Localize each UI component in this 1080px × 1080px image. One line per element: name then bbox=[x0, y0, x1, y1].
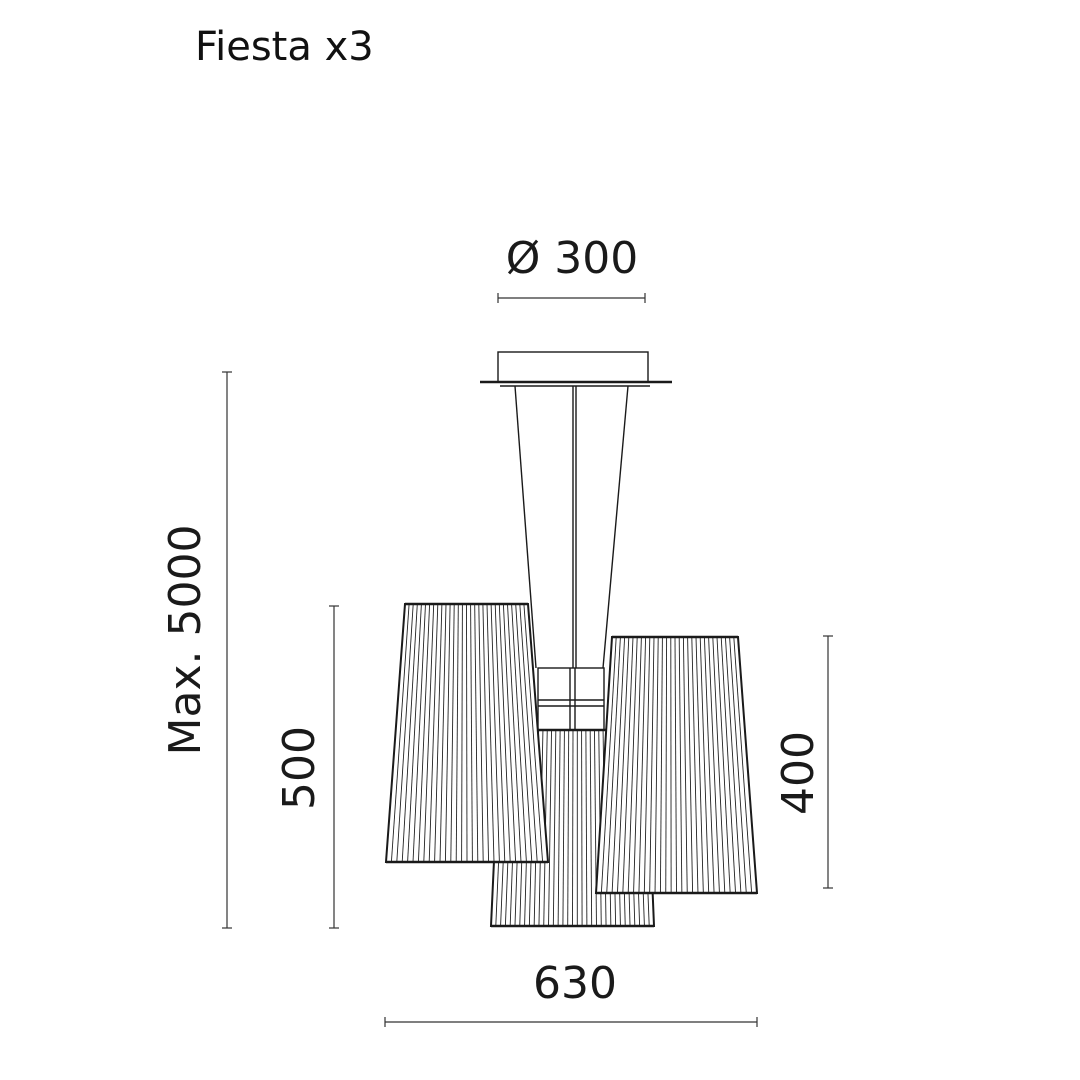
shade-rib bbox=[474, 603, 479, 863]
shade-rib bbox=[638, 636, 647, 894]
shade-rib bbox=[643, 636, 651, 894]
shade-rib bbox=[466, 603, 468, 863]
right-lampshade bbox=[594, 635, 759, 895]
shade-rib bbox=[423, 603, 435, 863]
shade-rib bbox=[691, 636, 699, 894]
shade-rib bbox=[498, 603, 511, 863]
shade-rib bbox=[567, 729, 570, 927]
shade-rib bbox=[572, 729, 574, 927]
shade-rib bbox=[695, 636, 704, 894]
shade-rib bbox=[720, 636, 736, 894]
shade-rib bbox=[519, 603, 538, 863]
shade-rib bbox=[450, 603, 455, 863]
left-shade-height-dimension-line bbox=[329, 605, 339, 929]
shade-rib bbox=[699, 636, 710, 894]
shade-rib bbox=[552, 729, 557, 927]
shade-rib bbox=[486, 603, 495, 863]
shade-rib bbox=[523, 603, 544, 863]
shade-rib bbox=[633, 636, 642, 894]
shade-rib bbox=[729, 636, 747, 894]
shade-rib bbox=[439, 603, 447, 863]
shade-rib bbox=[515, 603, 533, 863]
shade-rib bbox=[412, 603, 426, 863]
canopy-diameter-dimension-line bbox=[497, 293, 646, 303]
central-hub bbox=[537, 667, 605, 731]
shade-rib bbox=[665, 636, 668, 894]
shade-rib bbox=[606, 636, 621, 894]
shade-rib bbox=[502, 603, 517, 863]
shade-rib bbox=[548, 729, 552, 927]
shade-rib bbox=[461, 603, 463, 863]
shade-rib bbox=[678, 636, 683, 894]
shade-rib bbox=[687, 636, 694, 894]
canopy-diameter-label: Ø 300 bbox=[506, 233, 639, 284]
shade-rib bbox=[627, 636, 638, 894]
left-shade-height-label: 500 bbox=[274, 726, 325, 810]
shade-rib bbox=[733, 636, 753, 894]
shade-rib bbox=[407, 603, 422, 863]
shade-rib bbox=[507, 603, 522, 863]
shade-rib bbox=[396, 603, 414, 863]
max-height-label: Max. 5000 bbox=[160, 525, 211, 756]
overall-width-dimension-line bbox=[384, 1017, 758, 1027]
shade-rib bbox=[708, 636, 720, 894]
shade-rib bbox=[562, 729, 565, 927]
right-shade-height-dimension-line bbox=[823, 635, 833, 889]
suspension-stem bbox=[514, 385, 629, 669]
product-title: Fiesta x3 bbox=[195, 24, 374, 70]
shade-rib bbox=[434, 603, 443, 863]
shade-rib bbox=[511, 603, 527, 863]
shade-rib bbox=[490, 603, 500, 863]
left-lampshade bbox=[384, 602, 550, 864]
shade-rib bbox=[444, 603, 451, 863]
shade-rib bbox=[390, 603, 410, 863]
ceiling-canopy bbox=[480, 351, 672, 387]
shade-rib bbox=[600, 636, 617, 894]
shade-rib bbox=[622, 636, 634, 894]
overall-width-label: 630 bbox=[533, 958, 617, 1009]
shade-rib bbox=[557, 729, 561, 927]
shade-rib bbox=[716, 636, 731, 894]
shade-rib bbox=[428, 603, 439, 863]
shade-rib bbox=[617, 636, 630, 894]
right-shade-height-label: 400 bbox=[773, 731, 824, 815]
shade-rib bbox=[712, 636, 726, 894]
shade-rib bbox=[674, 636, 677, 894]
shade-rib bbox=[482, 603, 490, 863]
shade-rib bbox=[611, 636, 626, 894]
shade-rib bbox=[401, 603, 418, 863]
shade-rib bbox=[589, 729, 593, 927]
shade-rib bbox=[654, 636, 659, 894]
shade-rib bbox=[470, 603, 473, 863]
shade-rib bbox=[724, 636, 742, 894]
shade-rib bbox=[682, 636, 688, 894]
shade-rib bbox=[417, 603, 431, 863]
shade-rib bbox=[494, 603, 506, 863]
shade-rib bbox=[455, 603, 459, 863]
shade-rib bbox=[478, 603, 484, 863]
shade-rib bbox=[581, 729, 583, 927]
shade-rib bbox=[585, 729, 588, 927]
max-height-dimension-line bbox=[222, 371, 232, 929]
shade-rib bbox=[659, 636, 663, 894]
shade-rib bbox=[703, 636, 715, 894]
shade-rib bbox=[649, 636, 655, 894]
